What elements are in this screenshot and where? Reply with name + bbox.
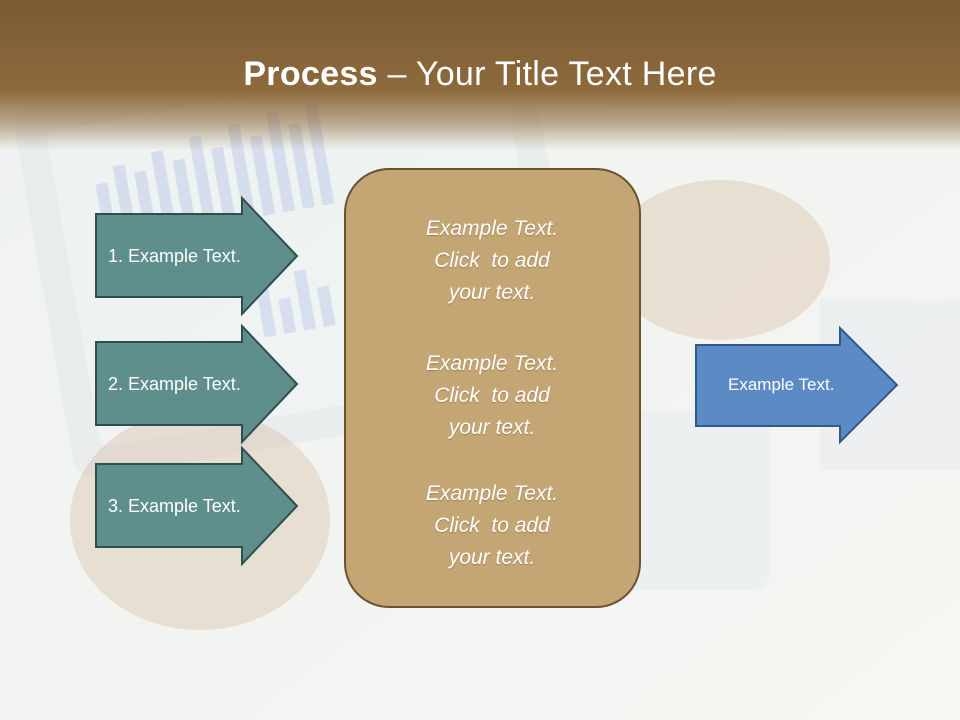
left-arrow-3-label: 3. Example Text. xyxy=(108,496,241,516)
slide-title-bold: Process xyxy=(243,55,378,93)
center-text-line: your text. xyxy=(448,416,536,439)
center-text-line: Example Text. xyxy=(425,482,559,505)
left-arrow-1[interactable] xyxy=(95,195,299,317)
center-text-line: Example Text. xyxy=(425,217,559,240)
center-text-block-3: Example Text. Click to add your text. xyxy=(346,478,638,574)
center-text-line: your text. xyxy=(448,281,536,304)
left-arrow-2-label: 2. Example Text. xyxy=(108,374,241,394)
slide-title-rest: – Your Title Text Here xyxy=(377,55,717,93)
center-box[interactable] xyxy=(344,168,641,608)
center-text-line: Click to add xyxy=(434,514,550,537)
slide-title[interactable]: Process – Your Title Text Here xyxy=(0,50,960,98)
left-arrow-2[interactable] xyxy=(95,323,299,445)
title-band xyxy=(0,0,960,150)
center-text-line: Click to add xyxy=(434,384,550,407)
center-text-line: your text. xyxy=(448,546,536,569)
left-arrow-3[interactable] xyxy=(95,445,299,567)
center-text-block-2: Example Text. Click to add your text. xyxy=(346,348,638,444)
right-arrow-label: Example Text. xyxy=(728,375,835,394)
center-text-line: Click to add xyxy=(434,249,550,272)
left-arrow-1-label: 1. Example Text. xyxy=(108,246,241,266)
center-text-block-1: Example Text. Click to add your text. xyxy=(346,213,638,309)
right-arrow[interactable] xyxy=(695,325,899,445)
center-text-line: Example Text. xyxy=(425,352,559,375)
